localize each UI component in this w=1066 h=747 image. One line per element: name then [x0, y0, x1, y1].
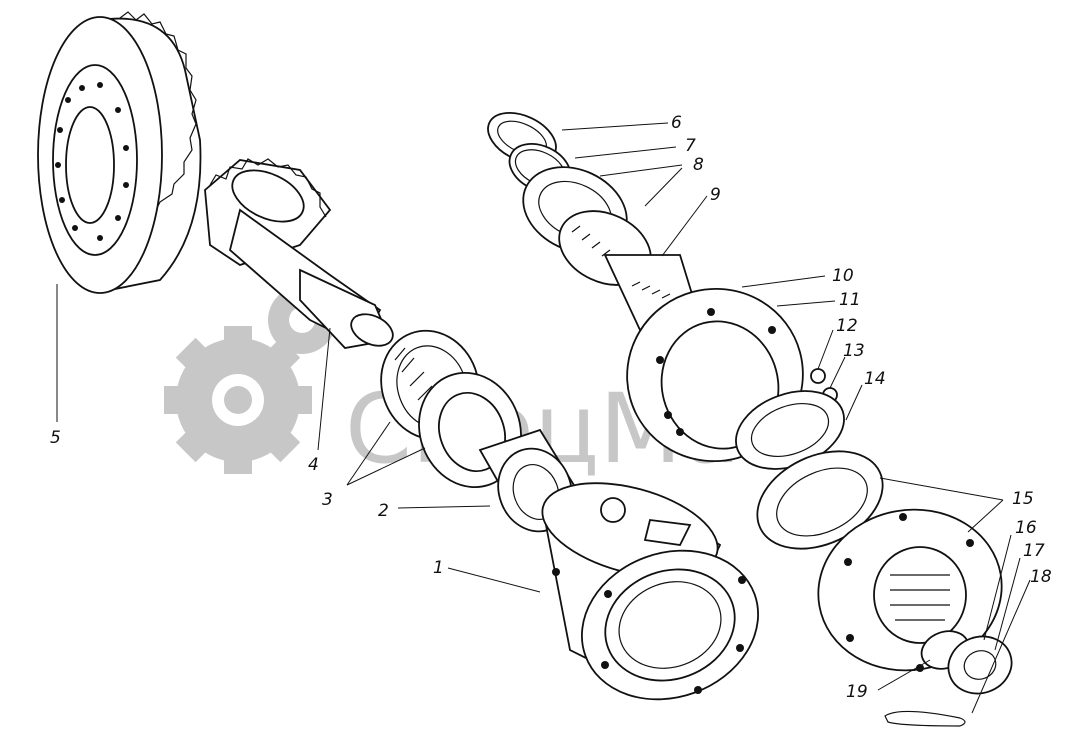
- callout-labels: 1 2 3 4 5 6 7 8 9 10 11 12 13 14 15 16 1…: [50, 113, 1052, 702]
- label-6: 6: [671, 113, 682, 133]
- part-4-pinion-shaft: [204, 158, 394, 349]
- label-7: 7: [685, 136, 696, 156]
- label-8: 8: [693, 155, 704, 175]
- label-9: 9: [710, 185, 721, 205]
- leader-lines: [56, 122, 1031, 714]
- label-12: 12: [836, 316, 858, 336]
- part-5-ring-gear: [37, 11, 202, 294]
- label-17: 17: [1023, 541, 1045, 561]
- label-15: 15: [1012, 489, 1034, 509]
- label-10: 10: [832, 266, 854, 286]
- label-1: 1: [433, 558, 444, 578]
- part-12-pin: [810, 368, 826, 384]
- label-16: 16: [1015, 518, 1037, 538]
- label-5: 5: [50, 428, 61, 448]
- part-17-castle-nut: [947, 635, 1013, 695]
- label-14: 14: [864, 369, 886, 389]
- label-19: 19: [846, 682, 868, 702]
- label-13: 13: [843, 341, 865, 361]
- label-18: 18: [1030, 567, 1052, 587]
- label-4: 4: [308, 455, 319, 475]
- label-11: 11: [839, 290, 861, 310]
- part-18-cotter-pin: [884, 710, 966, 727]
- label-2: 2: [378, 501, 389, 521]
- label-3: 3: [322, 490, 333, 510]
- part-1-housing: [541, 482, 759, 701]
- part-15-seal-and-flange: [756, 450, 1003, 672]
